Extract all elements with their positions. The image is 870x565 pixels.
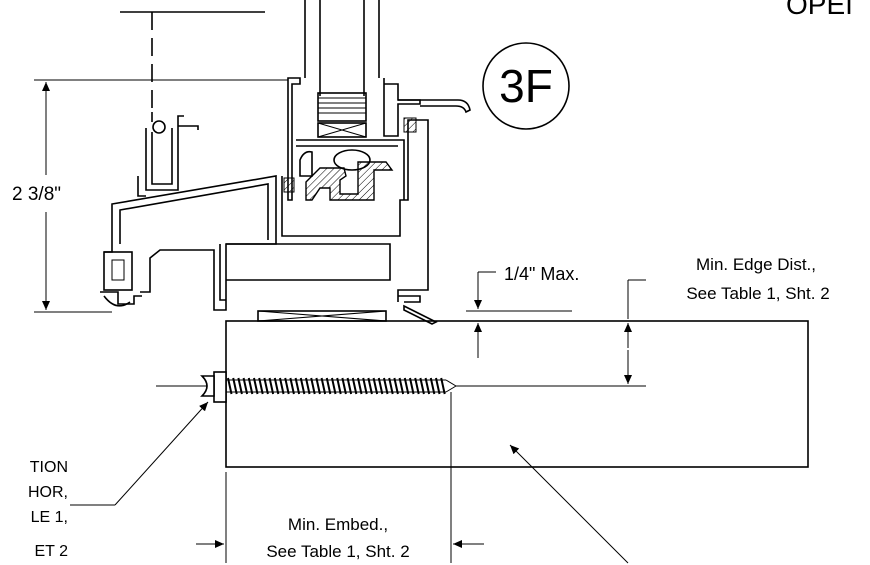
anchor-note-line-1: TION bbox=[30, 459, 68, 476]
sash-frame bbox=[283, 77, 471, 201]
anchor-note-line-2: HOR, bbox=[28, 484, 68, 501]
edge-distance-dimension bbox=[624, 279, 646, 384]
edge-distance-label-2: See Table 1, Sht. 2 bbox=[686, 284, 829, 303]
anchor-screw bbox=[156, 371, 646, 403]
glazing bbox=[304, 0, 380, 138]
height-dimension bbox=[34, 79, 288, 313]
edge-distance-label-1: Min. Edge Dist., bbox=[696, 255, 816, 274]
substrate-leader bbox=[509, 444, 629, 564]
glazing-stop-clip bbox=[137, 112, 199, 197]
corner-label: OPEI bbox=[786, 0, 853, 20]
embed-label-2: See Table 1, Sht. 2 bbox=[266, 542, 409, 561]
gap-dimension bbox=[446, 271, 626, 358]
detail-callout-number: 3F bbox=[499, 60, 553, 112]
embed-label-1: Min. Embed., bbox=[288, 515, 388, 534]
sill-frame bbox=[100, 119, 438, 325]
embed-dimension bbox=[196, 392, 484, 563]
thermal-break bbox=[305, 161, 394, 201]
gap-dimension-label: 1/4" Max. bbox=[504, 264, 579, 284]
anchor-leader bbox=[70, 401, 209, 506]
substrate bbox=[225, 320, 809, 468]
height-dimension-label: 2 3/8" bbox=[12, 184, 61, 205]
anchor-note-line-3: LE 1, bbox=[31, 509, 68, 526]
detail-callout: 3F bbox=[482, 42, 570, 130]
shim bbox=[257, 310, 387, 322]
anchor-note-line-4: ET 2 bbox=[35, 543, 69, 560]
